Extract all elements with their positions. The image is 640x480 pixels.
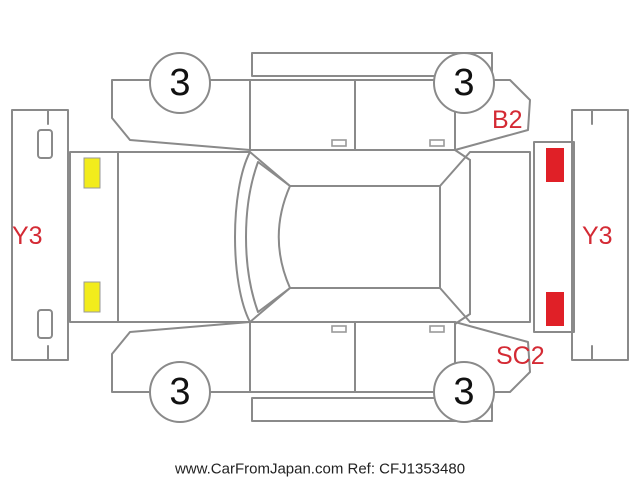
- tire-rear-left: 3: [149, 361, 211, 423]
- taillight-marker-bottom: [546, 292, 564, 326]
- tire-front-left: 3: [149, 52, 211, 114]
- tire-front-right: 3: [433, 52, 495, 114]
- taillight-marker-top: [546, 148, 564, 182]
- rear-bumper: [571, 109, 629, 361]
- tire-grade-rear-right: 3: [453, 371, 474, 413]
- front-bumper: [11, 109, 69, 361]
- tire-grade-front-left: 3: [169, 62, 190, 104]
- damage-code-rear-bumper: Y3: [582, 222, 613, 250]
- body-top-view: [69, 149, 531, 325]
- tire-grade-front-right: 3: [453, 62, 474, 104]
- damage-code-rear-right-quarter: B2: [492, 106, 523, 134]
- tire-grade-rear-left: 3: [169, 371, 190, 413]
- tire-rear-right: 3: [433, 361, 495, 423]
- headlight-marker-bottom: [83, 281, 101, 313]
- headlight-marker-top: [83, 157, 101, 189]
- footer-reference: www.CarFromJapan.com Ref: CFJ1353480: [174, 461, 465, 478]
- taillight-frame: [533, 141, 575, 333]
- damage-code-rear-left-quarter: SC2: [496, 342, 545, 370]
- damage-code-front-bumper: Y3: [12, 222, 43, 250]
